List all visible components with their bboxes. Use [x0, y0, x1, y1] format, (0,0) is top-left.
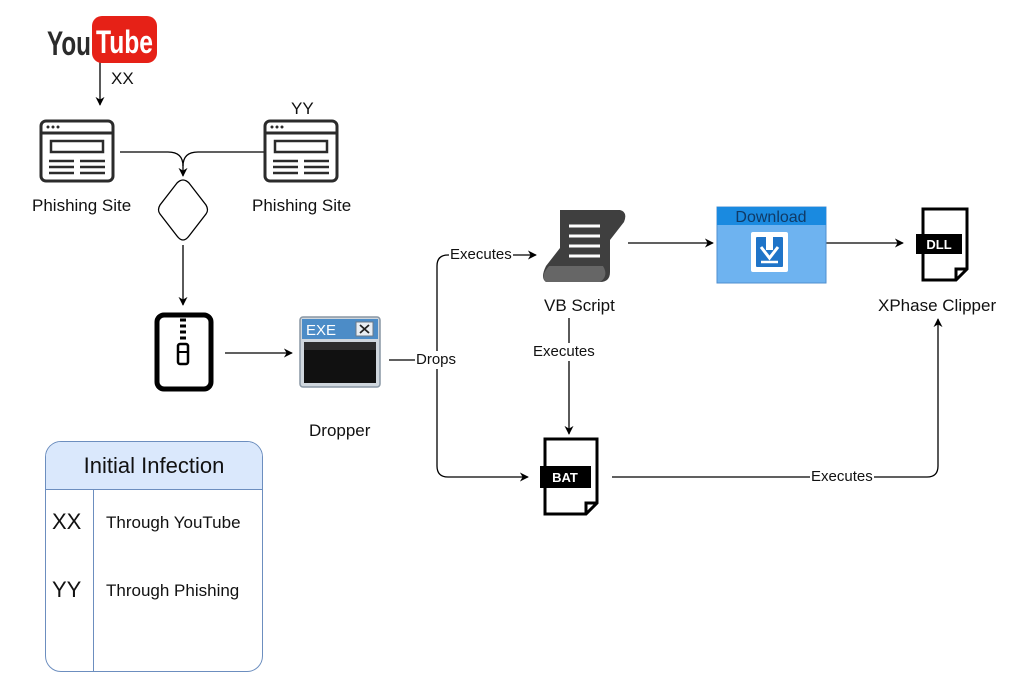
legend-table: Initial Infection XX Through YouTube YY …: [45, 441, 263, 672]
phishing-site-label: Phishing Site: [32, 196, 132, 215]
edge-site2-to-diamond: [182, 151, 264, 167]
edge-to-vb-script: [436, 250, 537, 360]
svg-text:You: You: [47, 25, 91, 63]
xphase-clipper-label: XPhase Clipper: [878, 296, 997, 315]
legend-key: YY: [52, 577, 82, 602]
legend-key: XX: [52, 509, 82, 534]
svg-text:Tube: Tube: [96, 24, 153, 60]
edge-to-bat: [436, 360, 529, 482]
download-arrow-icon: [751, 232, 788, 272]
vb-script-label: VB Script: [544, 296, 615, 315]
legend-value: Through Phishing: [106, 581, 240, 600]
edge-label-executes: Executes: [449, 246, 513, 264]
edge-bat-to-clipper: [612, 318, 943, 478]
phishing-site-label: Phishing Site: [252, 196, 352, 215]
decision-diamond: [157, 179, 209, 241]
zip-archive-icon: [154, 312, 214, 392]
edge-site1-to-diamond: [120, 151, 188, 177]
bat-file-icon: BAT: [540, 437, 599, 516]
svg-text:BAT: BAT: [552, 470, 578, 485]
svg-text:EXE: EXE: [306, 322, 336, 339]
edge-label-drops: Drops: [415, 351, 458, 369]
script-scroll-icon: [543, 210, 626, 282]
dll-file-icon: DLL: [916, 207, 969, 282]
youtube-logo: You Tube: [47, 16, 157, 63]
svg-text:DLL: DLL: [926, 237, 951, 252]
legend-value: Through YouTube: [106, 513, 241, 532]
legend-divider: [93, 489, 94, 671]
browser-window-icon: [263, 119, 339, 183]
svg-text:Download: Download: [735, 209, 806, 226]
download-box: Download: [716, 206, 827, 284]
edge-label-yy: YY: [291, 99, 314, 118]
browser-window-icon: [39, 119, 115, 183]
edge-label-xx: XX: [111, 69, 134, 88]
legend-title: Initial Infection: [46, 442, 262, 490]
edge-label-executes: Executes: [810, 468, 874, 486]
edge-label-executes: Executes: [532, 343, 596, 361]
exe-window-icon: EXE: [299, 316, 381, 388]
dropper-label: Dropper: [309, 421, 371, 440]
